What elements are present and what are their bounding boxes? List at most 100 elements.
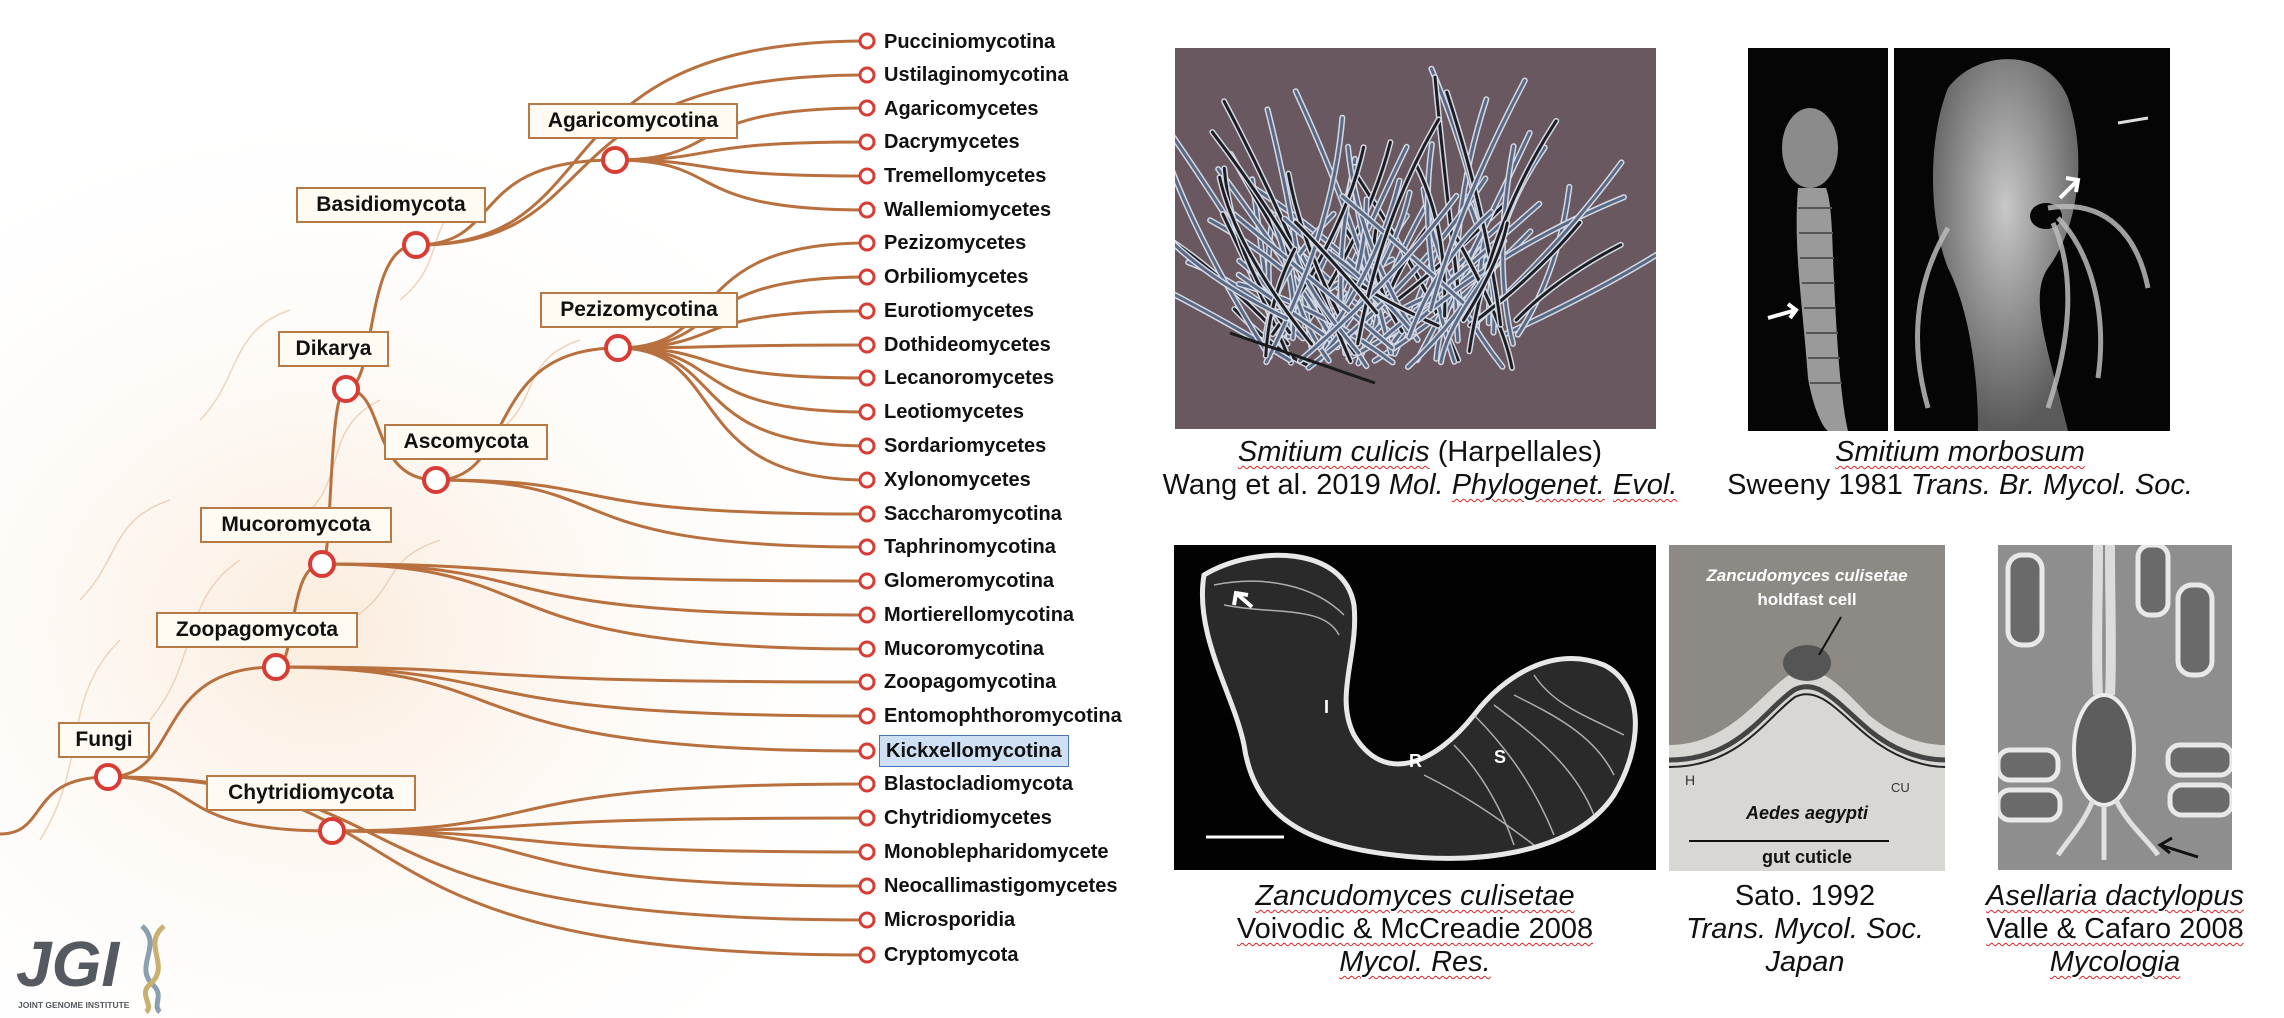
leaf-marker[interactable] <box>858 606 876 624</box>
node-marker[interactable] <box>94 763 122 791</box>
node-marker[interactable] <box>332 375 360 403</box>
leaf-marker[interactable] <box>858 99 876 117</box>
leaf-marker[interactable] <box>858 775 876 793</box>
leaf-marker[interactable] <box>858 234 876 252</box>
node-label-agaricomycotina: Agaricomycotina <box>528 103 738 139</box>
leaf-marker[interactable] <box>858 538 876 556</box>
tree-branch <box>617 346 868 482</box>
node-label-ascomycota: Ascomycota <box>384 424 548 460</box>
caption-smitium-culicis: Smitium culicis (Harpellales) Wang et al… <box>1162 436 1678 501</box>
leaf-marker[interactable] <box>858 572 876 590</box>
leaf-marker[interactable] <box>858 877 876 895</box>
leaf-marker[interactable] <box>858 66 876 84</box>
tree-branch <box>435 478 868 549</box>
tree-branch <box>614 140 868 162</box>
sato-title-line-2: holdfast cell <box>1757 590 1856 609</box>
node-label-mucoromycota: Mucoromycota <box>200 507 392 543</box>
leaf-marker[interactable] <box>858 843 876 861</box>
leaf-marker[interactable] <box>858 809 876 827</box>
leaf-label: Zoopagomycotina <box>884 671 1057 693</box>
photo-zancudomyces: I R S <box>1174 545 1656 870</box>
leaf-label: Chytridiomycetes <box>884 807 1052 829</box>
tree-branch <box>617 346 868 414</box>
leaf-label: Agaricomycetes <box>884 98 1039 120</box>
photo-asellaria-dactylopus <box>1998 545 2232 870</box>
leaf-label: Leotiomycetes <box>884 401 1025 423</box>
jgi-logo-text: JGI <box>16 928 120 1000</box>
leaf-marker[interactable] <box>858 471 876 489</box>
leaf-label: Mortierellomycotina <box>884 604 1075 626</box>
leaf-marker[interactable] <box>858 133 876 151</box>
caption-smitium-morbosum: Smitium morbosum Sweeny 1981 Trans. Br. … <box>1727 436 2193 501</box>
leaf-label: Dacrymycetes <box>884 131 1020 153</box>
sato-title-line-1: Zancudomyces culisetae <box>1705 566 1907 585</box>
label-s: S <box>1494 747 1506 767</box>
label-r: R <box>1409 751 1422 771</box>
tree-branch <box>415 158 616 247</box>
leaf-marker[interactable] <box>858 742 876 760</box>
tree-branch <box>617 343 868 350</box>
tree-branch <box>321 562 868 651</box>
tree-branch <box>107 665 277 779</box>
leaf-marker[interactable] <box>858 369 876 387</box>
node-marker[interactable] <box>422 466 450 494</box>
photo-smitium-morbosum <box>1748 48 2170 431</box>
leaf-label: Taphrinomycotina <box>884 536 1056 558</box>
node-marker[interactable] <box>604 334 632 362</box>
node-marker[interactable] <box>308 550 336 578</box>
leaf-marker[interactable] <box>858 707 876 725</box>
leaf-marker[interactable] <box>858 302 876 320</box>
node-marker[interactable] <box>402 231 430 259</box>
leaf-marker[interactable] <box>858 946 876 964</box>
leaf-label: Neocallimastigomycetes <box>884 875 1118 897</box>
node-label-basidiomycota: Basidiomycota <box>296 187 486 223</box>
leaf-label-selected[interactable]: Kickxellomycotina <box>879 735 1069 767</box>
tree-branch <box>614 158 868 178</box>
tree-branch <box>415 73 868 247</box>
node-label-zoopagomycota: Zoopagomycota <box>156 612 358 648</box>
leaf-label: Glomeromycotina <box>884 570 1055 592</box>
leaf-label: Blastocladiomycota <box>884 773 1073 795</box>
leaf-label: Eurotiomycetes <box>884 300 1035 322</box>
leaf-label: Orbiliomycetes <box>884 266 1029 288</box>
leaf-label: Monoblepharidomycete <box>884 841 1109 863</box>
label-i: I <box>1324 697 1329 717</box>
tree-branch <box>0 775 109 836</box>
leaf-label: Cryptomycota <box>884 944 1019 966</box>
node-marker[interactable] <box>262 653 290 681</box>
tree-branch <box>617 309 868 350</box>
leaf-marker[interactable] <box>858 911 876 929</box>
tree-branch <box>331 829 868 854</box>
photo-smitium-culicis <box>1175 48 1656 429</box>
leaf-label: Mucoromycotina <box>884 638 1045 660</box>
leaf-marker[interactable] <box>858 336 876 354</box>
tree-branch <box>415 39 868 247</box>
leaf-marker[interactable] <box>858 673 876 691</box>
leaf-label: Dothideomycetes <box>884 334 1051 356</box>
node-label-chytridiomycota: Chytridiomycota <box>206 775 416 811</box>
leaf-marker[interactable] <box>858 201 876 219</box>
leaf-marker[interactable] <box>858 437 876 455</box>
tree-branch <box>331 816 868 833</box>
leaf-marker[interactable] <box>858 403 876 421</box>
tree-branch <box>617 346 868 448</box>
tree-branch <box>614 158 868 212</box>
leaf-marker[interactable] <box>858 268 876 286</box>
leaf-label: Pucciniomycotina <box>884 31 1056 53</box>
caption-asellaria: Asellaria dactylopus Valle & Cafaro 2008… <box>1986 880 2244 978</box>
leaf-marker[interactable] <box>858 505 876 523</box>
caption-sato: Sato. 1992 Trans. Mycol. Soc. Japan <box>1686 880 1924 978</box>
leaf-label: Wallemiomycetes <box>884 199 1052 221</box>
leaf-marker[interactable] <box>858 640 876 658</box>
node-marker[interactable] <box>318 817 346 845</box>
leaf-label: Pezizomycetes <box>884 232 1027 254</box>
leaf-marker[interactable] <box>858 32 876 50</box>
leaf-marker[interactable] <box>858 167 876 185</box>
node-marker[interactable] <box>601 146 629 174</box>
sato-bottom-line-1: Aedes aegypti <box>1745 803 1869 823</box>
label-h: H <box>1685 772 1695 788</box>
tree-branch <box>107 775 333 833</box>
node-label-dikarya: Dikarya <box>278 331 389 367</box>
sato-bottom-line-2: gut cuticle <box>1762 847 1852 867</box>
